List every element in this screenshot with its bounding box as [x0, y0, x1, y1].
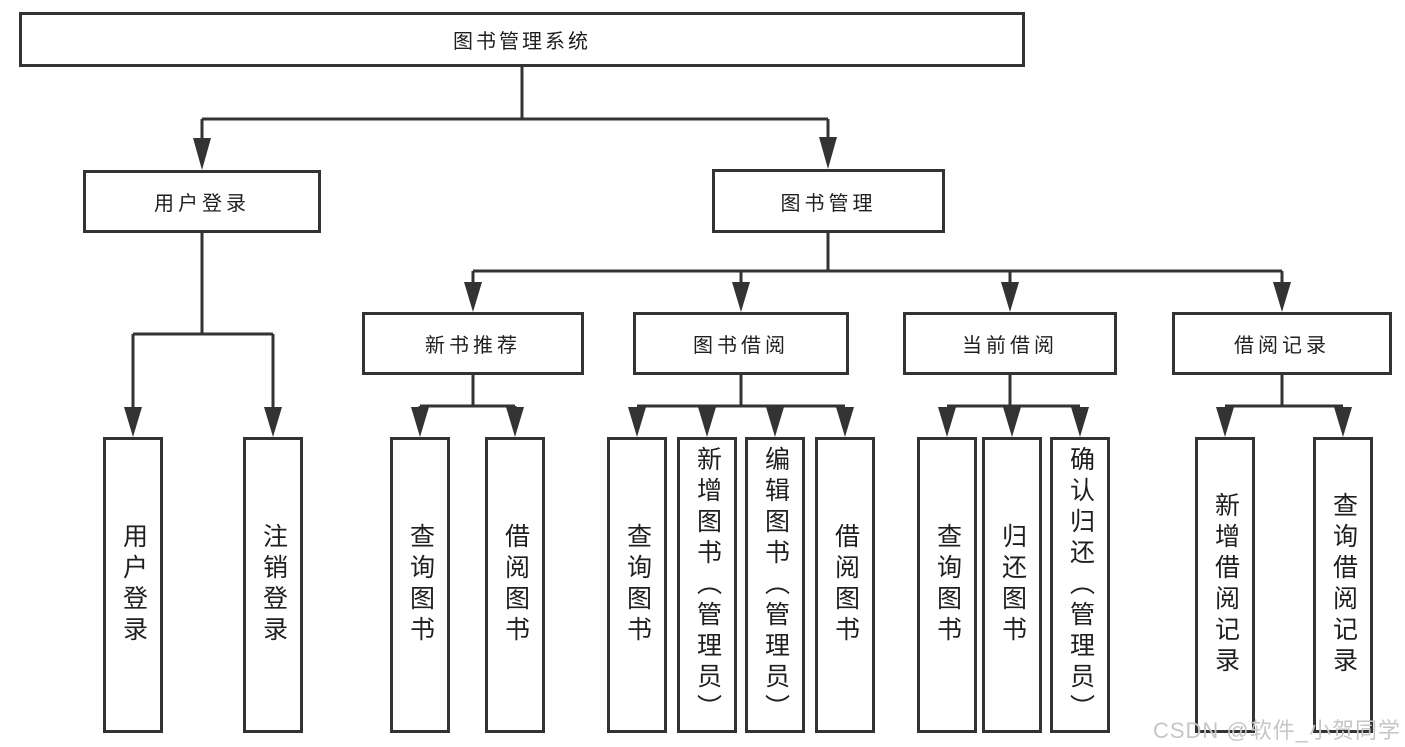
- node-book-borrowing: 图书借阅: [633, 312, 849, 375]
- node-current-borrowing: 当前借阅: [903, 312, 1117, 375]
- node-label: 归还图书: [998, 523, 1027, 647]
- node-label: 查询图书: [623, 523, 652, 647]
- node-label: 注销登录: [259, 523, 288, 647]
- node-label: 确认归还（管理员）: [1066, 445, 1095, 725]
- node-label: 图书管理: [780, 192, 877, 215]
- node-label: 编辑图书（管理员）: [761, 445, 790, 725]
- node-new-book-recommendation: 新书推荐: [362, 312, 584, 375]
- node-book-management: 图书管理: [712, 169, 945, 233]
- leaf-records-query-record: 查询借阅记录: [1313, 437, 1373, 733]
- leaf-borrow-borrow-books: 借阅图书: [815, 437, 875, 733]
- edge-root-to-level2: [193, 67, 837, 170]
- node-label: 新增借阅记录: [1211, 492, 1240, 678]
- edge-borrow-records-children: [1216, 375, 1352, 437]
- csdn-watermark: CSDN @软件_小贺同学: [1152, 718, 1401, 743]
- leaf-current-confirm-return-admin: 确认归还（管理员）: [1050, 437, 1110, 733]
- leaf-current-query-books: 查询图书: [917, 437, 977, 733]
- leaf-current-return-books: 归还图书: [982, 437, 1042, 733]
- node-borrowing-records: 借阅记录: [1172, 312, 1392, 375]
- edge-new-book-rec-children: [411, 375, 524, 437]
- leaf-user-login: 用户登录: [103, 437, 163, 733]
- node-label: 新增图书（管理员）: [693, 445, 722, 725]
- node-label: 图书管理系统: [453, 31, 591, 53]
- leaf-borrow-add-books-admin: 新增图书（管理员）: [677, 437, 737, 733]
- node-label: 借阅记录: [1234, 335, 1330, 357]
- edge-user-login-children: [124, 233, 282, 437]
- node-user-login: 用户登录: [83, 170, 321, 233]
- edge-book-mgmt-children: [464, 233, 1291, 312]
- node-label: 当前借阅: [962, 335, 1058, 357]
- edge-book-borrow-children: [628, 375, 854, 437]
- node-label: 图书借阅: [693, 335, 789, 357]
- leaf-borrow-edit-books-admin: 编辑图书（管理员）: [745, 437, 805, 733]
- edge-current-borrow-children: [938, 375, 1089, 437]
- leaf-rec-borrow-books: 借阅图书: [485, 437, 545, 733]
- node-label: 新书推荐: [425, 335, 521, 357]
- node-label: 查询图书: [406, 523, 435, 647]
- node-label: 用户登录: [154, 193, 250, 215]
- node-label: 查询借阅记录: [1329, 492, 1358, 678]
- leaf-borrow-query-books: 查询图书: [607, 437, 667, 733]
- node-root-system: 图书管理系统: [19, 12, 1025, 67]
- node-label: 查询图书: [933, 523, 962, 647]
- leaf-logout: 注销登录: [243, 437, 303, 733]
- node-label: 借阅图书: [831, 523, 860, 647]
- leaf-records-add-record: 新增借阅记录: [1195, 437, 1255, 733]
- node-label: 借阅图书: [501, 523, 530, 647]
- leaf-rec-query-books: 查询图书: [390, 437, 450, 733]
- node-label: 用户登录: [119, 523, 148, 647]
